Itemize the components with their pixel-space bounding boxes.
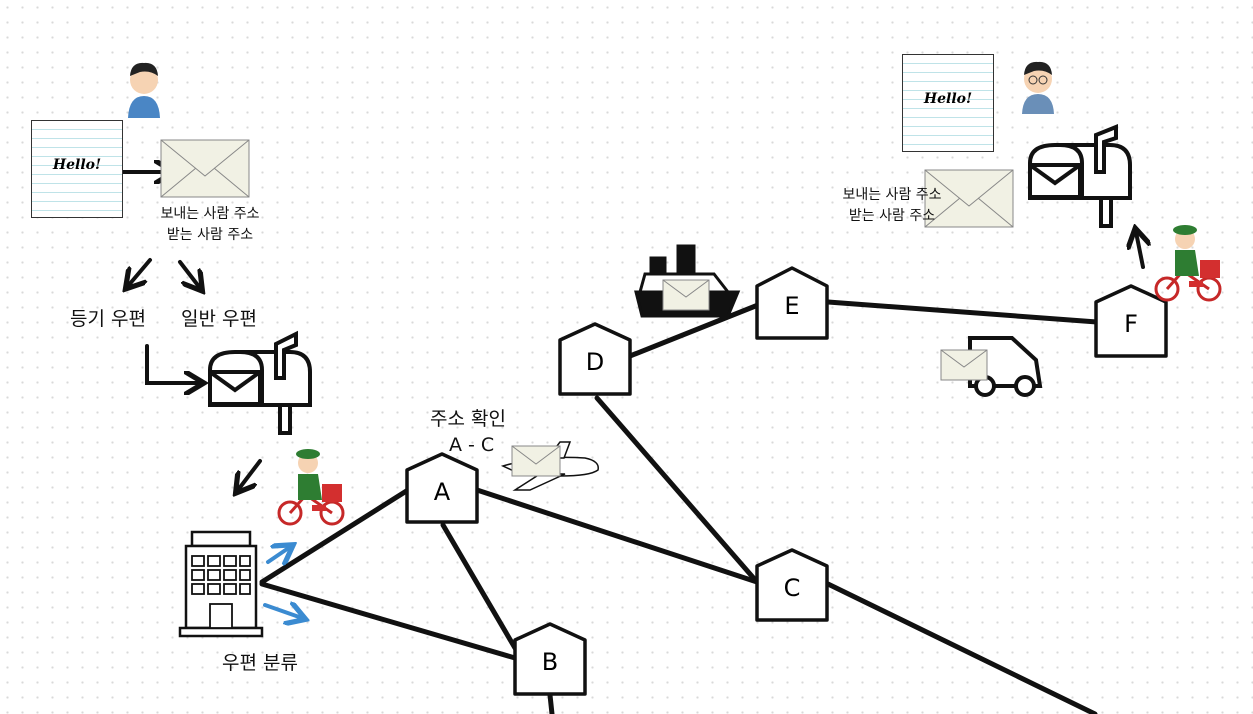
receiver-letter-note: Hello! — [902, 54, 994, 152]
airplane-envelope-icon — [511, 445, 561, 477]
node-d-label: D — [586, 348, 604, 376]
node-a-shape — [405, 452, 479, 524]
network-nodes — [405, 266, 1168, 696]
truck-envelope-icon — [940, 349, 988, 381]
edge-a-c — [474, 487, 760, 585]
edge-a-b — [440, 522, 518, 651]
edge-e-f — [825, 299, 1100, 325]
regular-mail-label: 일반 우편 — [181, 308, 257, 330]
sender-envelope-address: 보내는 사람 주소 받는 사람 주소 — [150, 204, 270, 246]
node-d-shape — [558, 322, 632, 396]
node-b-label: B — [542, 648, 558, 676]
sender-address-label-2: 보내는 사람 주소 — [842, 187, 942, 203]
receiver-person-icon — [1022, 61, 1054, 114]
sender-letter-note: Hello! — [31, 120, 123, 218]
registered-mail-label: 등기 우편 — [70, 308, 146, 330]
edge-building-b — [259, 581, 518, 661]
node-c-label: C — [784, 574, 801, 602]
address-check-route: A - C — [449, 434, 495, 456]
arrow-to-postoffice — [238, 459, 262, 490]
receiver-address-label-2: 받는 사람 주소 — [848, 208, 936, 224]
sender-mailbox-icon — [208, 330, 312, 435]
edge-d-c — [594, 395, 760, 585]
node-a-label: A — [434, 478, 451, 506]
edge-building-a — [259, 487, 411, 585]
arrow-to-mailbox — [145, 344, 200, 383]
postman-bicycle-icon — [277, 449, 345, 526]
arrow-to-regular — [178, 260, 200, 288]
node-f-label: F — [1124, 310, 1138, 338]
blue-arrow-up — [266, 547, 290, 562]
edge-d-e — [627, 302, 761, 359]
edge-b-out — [547, 692, 555, 714]
receiver-envelope-icon — [924, 169, 1014, 228]
sender-address-label: 보내는 사람 주소 — [160, 206, 260, 222]
receiver-address-label: 받는 사람 주소 — [166, 227, 254, 243]
receiver-letter-text: Hello! — [923, 91, 973, 107]
node-f-shape — [1094, 284, 1168, 358]
sender-person-icon — [128, 62, 160, 118]
arrow-to-receiver-mailbox — [1136, 232, 1143, 269]
blue-arrow-down — [263, 605, 302, 618]
address-check-title: 주소 확인 — [430, 408, 506, 430]
postman-bicycle-icon-2 — [1154, 225, 1222, 302]
receiver-envelope-address: 보내는 사람 주소 받는 사람 주소 — [832, 185, 952, 227]
node-b-shape — [513, 622, 587, 696]
node-e-shape — [755, 266, 829, 340]
post-office-building-icon — [178, 530, 264, 638]
arrow-to-registered — [128, 258, 152, 286]
node-e-label: E — [784, 292, 799, 320]
node-c-shape — [755, 548, 829, 622]
edge-c-out — [825, 581, 1098, 714]
envelope-icon — [160, 139, 250, 198]
ship-envelope-icon — [662, 279, 710, 311]
receiver-mailbox-icon — [1028, 124, 1132, 228]
sender-letter-text: Hello! — [52, 157, 102, 173]
mail-sorting-label: 우편 분류 — [222, 652, 298, 674]
